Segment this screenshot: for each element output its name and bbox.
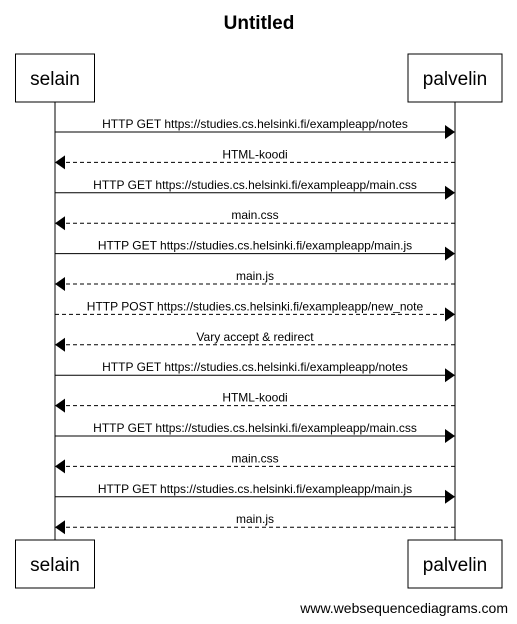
actor-box: [15, 53, 95, 103]
message-label: HTTP GET https://studies.cs.helsinki.fi/…: [93, 421, 417, 435]
actors-bottom: selain palvelin: [15, 539, 503, 589]
actor-selain-bottom: selain: [15, 539, 95, 589]
arrow-right-icon: [445, 429, 455, 443]
diagram-title: Untitled: [224, 13, 295, 34]
message-3: HTTP GET https://studies.cs.helsinki.fi/…: [55, 178, 455, 200]
arrow-right-icon: [445, 489, 455, 504]
message-10: HTML-koodi: [55, 391, 455, 413]
arrow-left-icon: [55, 520, 65, 535]
message-8: Vary accept & redirect: [55, 330, 455, 352]
message-label: main.js: [236, 269, 274, 283]
actor-palvelin-bottom: palvelin: [407, 539, 503, 589]
message-label: HTTP GET https://studies.cs.helsinki.fi/…: [102, 117, 408, 131]
actor-label: palvelin: [423, 69, 487, 90]
message-6: main.js: [55, 269, 455, 291]
actor-label: selain: [30, 555, 80, 576]
actor-label: selain: [30, 69, 80, 90]
message-label: main.css: [231, 451, 278, 465]
message-label: HTML-koodi: [222, 147, 287, 161]
actor-palvelin-top: palvelin: [407, 53, 503, 103]
watermark: www.websequencediagrams.com: [299, 600, 508, 616]
arrow-left-icon: [55, 337, 65, 352]
actors-top: selain palvelin: [15, 53, 503, 103]
message-13: HTTP GET https://studies.cs.helsinki.fi/…: [55, 482, 455, 504]
arrow-right-icon: [445, 368, 455, 383]
message-label: main.css: [231, 208, 278, 222]
arrow-right-icon: [445, 307, 455, 322]
arrow-right-icon: [445, 125, 455, 139]
actor-selain-top: selain: [15, 53, 95, 103]
message-label: HTTP GET https://studies.cs.helsinki.fi/…: [98, 239, 412, 253]
message-label: HTTP GET https://studies.cs.helsinki.fi/…: [102, 360, 408, 374]
messages: HTTP GET https://studies.cs.helsinki.fi/…: [55, 117, 455, 535]
actor-label: palvelin: [423, 555, 487, 576]
message-label: HTML-koodi: [222, 391, 287, 405]
message-7: HTTP POST https://studies.cs.helsinki.fi…: [55, 299, 455, 322]
message-2: HTML-koodi: [55, 147, 455, 170]
message-11: HTTP GET https://studies.cs.helsinki.fi/…: [55, 421, 455, 443]
arrow-left-icon: [55, 398, 65, 413]
message-4: main.css: [55, 208, 455, 231]
arrow-left-icon: [55, 277, 65, 291]
message-12: main.css: [55, 451, 455, 474]
arrow-left-icon: [55, 216, 65, 231]
arrow-right-icon: [445, 246, 455, 261]
arrow-left-icon: [55, 155, 65, 170]
message-label: HTTP POST https://studies.cs.helsinki.fi…: [87, 299, 424, 313]
actor-box: [407, 539, 503, 589]
message-label: HTTP GET https://studies.cs.helsinki.fi/…: [93, 178, 417, 192]
message-label: main.js: [236, 512, 274, 526]
arrow-left-icon: [55, 459, 65, 474]
actor-box: [15, 539, 95, 589]
message-9: HTTP GET https://studies.cs.helsinki.fi/…: [55, 360, 455, 383]
lifelines: [54, 102, 456, 540]
message-1: HTTP GET https://studies.cs.helsinki.fi/…: [55, 117, 455, 139]
message-14: main.js: [55, 512, 455, 535]
message-label: Vary accept & redirect: [196, 330, 314, 344]
message-label: HTTP GET https://studies.cs.helsinki.fi/…: [98, 482, 412, 496]
actor-box: [407, 53, 503, 103]
message-5: HTTP GET https://studies.cs.helsinki.fi/…: [55, 239, 455, 261]
arrow-right-icon: [445, 185, 455, 200]
